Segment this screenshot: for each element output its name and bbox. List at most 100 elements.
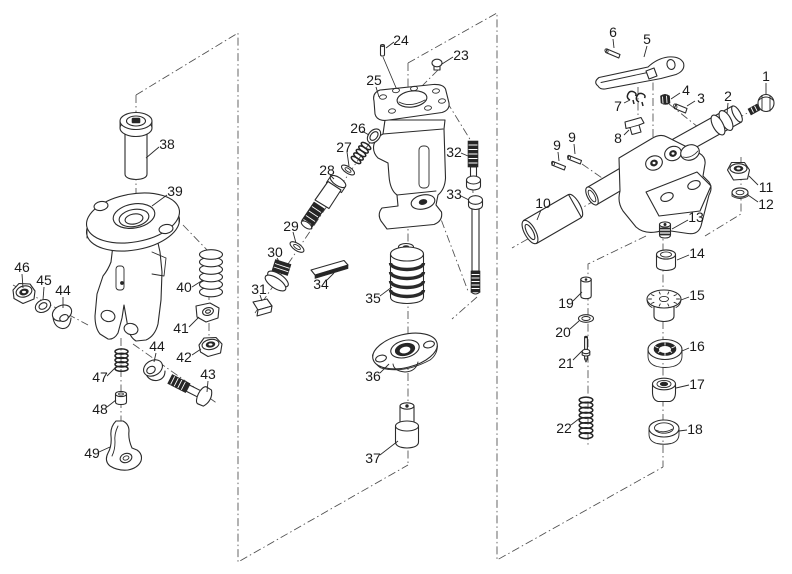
leader-part-24 [385, 41, 395, 49]
part-6-pin [604, 48, 621, 59]
part-47-spring [114, 348, 129, 373]
part-label-31: 31 [251, 281, 267, 297]
part-label-22: 22 [556, 420, 572, 436]
part-label-38: 38 [159, 136, 175, 152]
leader-part-27 [346, 151, 350, 167]
part-14-bushing [655, 249, 677, 272]
part-label-21: 21 [558, 355, 574, 371]
leader-part-39 [151, 194, 168, 207]
part-label-8: 8 [614, 130, 622, 146]
leader-part-20 [569, 320, 580, 330]
part-label-10: 10 [535, 195, 551, 211]
leader-part-15 [680, 296, 690, 301]
leader-part-32 [460, 152, 469, 157]
leader-part-9 [573, 143, 576, 155]
backhead-body [585, 134, 712, 235]
part-11-nut [726, 161, 751, 181]
part-label-6: 6 [609, 24, 617, 40]
leader-part-18 [678, 429, 688, 432]
part-4-plug [660, 93, 671, 105]
part-label-30: 30 [267, 244, 283, 260]
parts-layer [12, 44, 775, 471]
part-label-41: 41 [173, 320, 189, 336]
leader-part-42 [191, 348, 202, 356]
part-1-plug [747, 93, 775, 116]
part-33-bolt [467, 195, 484, 295]
part-15-valve-chest-top [646, 289, 682, 323]
part-39-fronthead [85, 192, 181, 342]
part-label-18: 18 [687, 421, 703, 437]
leader-part-40 [191, 279, 204, 288]
leader-part-37 [379, 440, 399, 456]
part-label-36: 36 [365, 368, 381, 384]
axis-line-10 [451, 296, 478, 320]
part-7-spring-clips [626, 90, 646, 107]
part-label-34: 34 [313, 276, 329, 292]
part-label-47: 47 [92, 369, 108, 385]
part-19-pin [580, 276, 592, 300]
part-label-11: 11 [759, 179, 774, 195]
part-label-9: 9 [568, 129, 576, 145]
part-label-15: 15 [689, 287, 705, 303]
part-10-grip [521, 193, 584, 245]
leader-part-22 [570, 417, 581, 426]
part-26-oring [366, 128, 382, 144]
part-48-pin [114, 390, 128, 406]
leaders-layer [21, 38, 767, 456]
leader-part-8 [623, 129, 630, 136]
leader-part-36 [379, 363, 390, 374]
section-plane-2 [407, 12, 664, 561]
part-label-28: 28 [319, 162, 335, 178]
part-label-26: 26 [350, 120, 366, 136]
part-27-spring [340, 141, 372, 176]
part-label-3: 3 [697, 90, 705, 106]
link-line-1 [382, 56, 398, 91]
part-label-33: 33 [446, 186, 462, 202]
part-45-washer [34, 298, 52, 314]
part-49-latch [105, 420, 143, 471]
part-9-pins [551, 154, 583, 171]
part-label-27: 27 [336, 139, 352, 155]
part-label-37: 37 [365, 450, 381, 466]
part-label-35: 35 [365, 290, 381, 306]
part-17-cup [651, 377, 677, 403]
part-44-bushing-right [143, 359, 166, 382]
part-21-rod [581, 335, 591, 363]
section-plane-1 [135, 32, 409, 563]
part-label-16: 16 [689, 338, 705, 354]
part-12-washer [731, 187, 749, 199]
part-label-13: 13 [688, 209, 704, 225]
part-label-9: 9 [553, 137, 561, 153]
leader-part-19 [572, 291, 583, 302]
leader-part-29 [292, 231, 297, 244]
part-46-nut [12, 282, 36, 305]
part-18-seal-ring [648, 419, 680, 445]
part-41-latch-plate [195, 302, 220, 323]
part-label-24: 24 [393, 32, 409, 48]
part-label-19: 19 [558, 295, 574, 311]
part-label-45: 45 [36, 272, 52, 288]
leader-part-49 [98, 446, 111, 453]
leader-part-10 [536, 209, 542, 221]
leader-part-41 [188, 316, 200, 328]
part-label-48: 48 [92, 401, 108, 417]
part-label-49: 49 [84, 445, 100, 461]
leader-part-47 [106, 367, 116, 377]
leader-part-28 [329, 174, 335, 180]
leader-part-3 [686, 100, 696, 107]
leader-part-5 [643, 45, 648, 58]
leader-part-23 [441, 56, 454, 65]
part-40-spring [198, 249, 224, 298]
leader-part-13 [671, 219, 689, 230]
part-label-12: 12 [758, 196, 774, 212]
part-label-44: 44 [55, 282, 71, 298]
part-label-44: 44 [149, 338, 165, 354]
leader-part-11 [748, 175, 759, 186]
leader-part-17 [675, 384, 690, 389]
part-36-flange-plate [372, 332, 438, 373]
part-label-1: 1 [762, 68, 770, 84]
leader-part-21 [572, 350, 583, 361]
part-32-bolt [465, 140, 482, 191]
